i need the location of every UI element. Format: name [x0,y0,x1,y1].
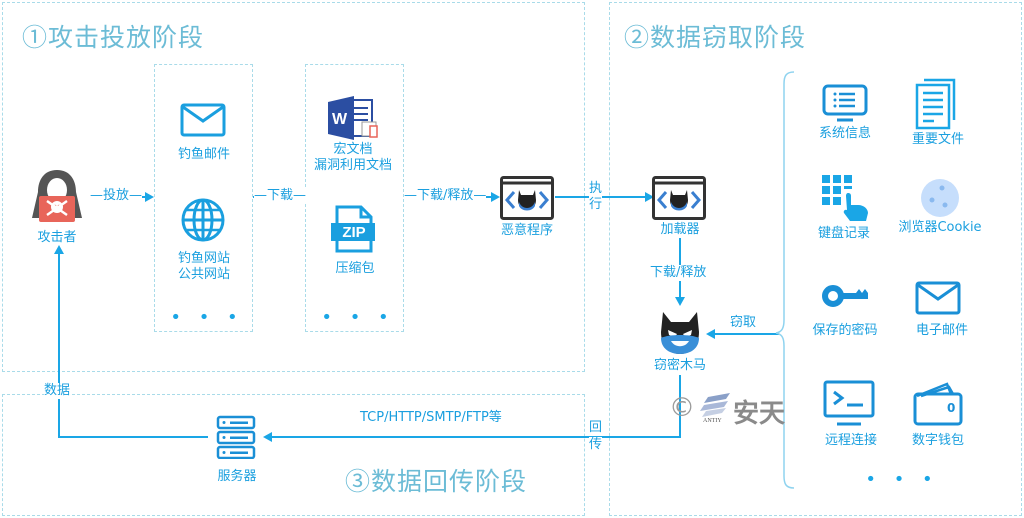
ellipsis: • • • [170,307,244,328]
phase-attack-title: ①攻击投放阶段 [22,23,205,52]
public-site-label: 公共网站 [177,267,231,282]
targets-brace [775,71,795,489]
malware-window-icon [500,176,554,220]
envelope-icon [180,103,226,137]
arrow-right-icon [145,192,154,202]
phase-steal-box [609,2,1022,516]
macro-doc-label: 宏文档 [333,142,373,157]
target-label: 重要文件 [911,132,965,147]
keypad-hand-icon [822,175,868,221]
loader-window-icon [652,176,706,220]
phishing-site-label: 钓鱼网站 [177,251,231,266]
edge-data-label: 数据 [44,383,71,399]
arrow-left-icon [706,329,715,339]
phase-return-box [2,394,585,516]
edge-deliver-label: —投放— [90,188,143,204]
arrow-right-icon [645,192,654,202]
word-document-icon: W [328,96,378,140]
arrow-down-icon [675,297,685,306]
ellipsis: • • • [865,469,939,490]
envelope-icon [915,281,961,315]
phishing-mail-label: 钓鱼邮件 [177,147,231,162]
edge-download-release-label: —下载/释放— [404,188,487,204]
loader-label: 加载器 [660,222,700,237]
server-label: 服务器 [217,469,257,484]
wallet-icon [913,382,963,426]
watermark-brand-small: ANTIY [703,418,722,424]
target-label: 浏览器Cookie [898,220,982,235]
svg-text:W: W [332,111,348,128]
watermark-brand: 安天 [733,399,786,429]
phase-attack-box [2,2,585,372]
edge-download-release-2-label: 下载/释放 [650,265,707,281]
edge-return-label-1: 回 [589,420,603,436]
cookie-icon [921,179,959,217]
edge-protocols-label: TCP/HTTP/SMTP/FTP等 [360,410,502,425]
edge-data-horizontal-line [58,436,208,438]
target-label: 键盘记录 [817,226,871,241]
target-label: 数字钱包 [911,433,965,448]
key-icon [822,285,868,307]
phase-return-title: ③数据回传阶段 [345,467,528,496]
edge-data-vertical-line [58,250,60,437]
server-icon [216,415,256,459]
edge-execute-label-1: 执 [589,181,603,197]
target-label: 远程连接 [824,433,878,448]
hacker-icon [32,170,82,222]
edge-steal-label: 窃取 [730,315,757,331]
arrow-right-icon [491,192,500,202]
stealer-label: 窃密木马 [653,358,707,373]
trojan-mascot-icon [661,312,699,354]
delivery-vector-box [154,64,253,332]
edge-download-label: —下载— [254,188,307,204]
globe-icon [181,198,225,242]
monitor-list-icon [822,84,868,122]
edge-steal-line [714,333,779,335]
exploit-doc-label: 漏洞利用文档 [313,158,393,173]
antiy-logo-icon [700,393,730,417]
edge-execute-label-2: 行 [589,197,603,213]
arrow-up-icon [54,245,64,254]
edge-return-vertical-line [679,375,681,437]
terminal-icon [823,380,875,426]
ellipsis: • • • [321,307,395,328]
zip-badge: ZIP [342,224,366,241]
edge-return-horizontal-line [272,436,681,438]
target-label: 系统信息 [818,126,872,141]
malware-label: 恶意程序 [500,223,554,238]
phase-steal-title: ②数据窃取阶段 [624,23,807,52]
edge-return-label-2: 传 [589,437,603,453]
attacker-label: 攻击者 [37,230,77,245]
zip-file-icon [331,205,375,253]
document-icon [915,78,956,130]
arrow-left-icon [263,432,272,442]
target-label: 保存的密码 [812,323,878,338]
zip-label: 压缩包 [335,261,375,276]
copyright-watermark: © [669,393,695,423]
wallet-digit: 0 [947,401,956,415]
target-label: 电子邮件 [915,323,969,338]
